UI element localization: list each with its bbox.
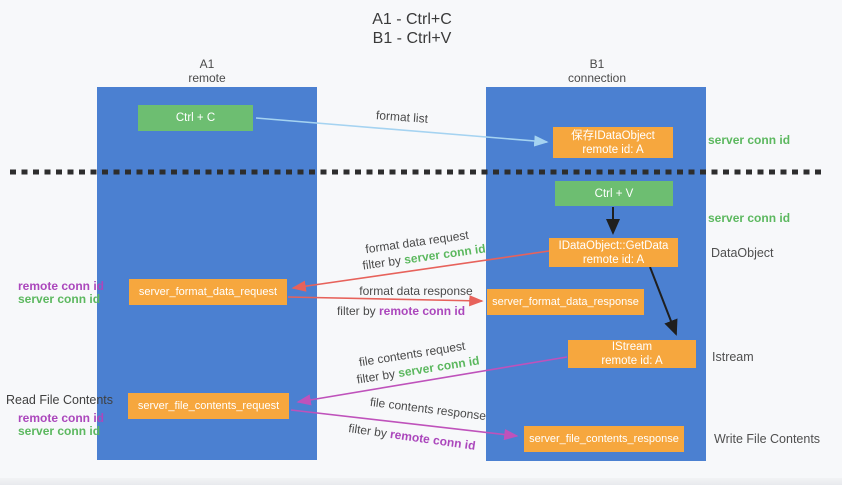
annotation-server-conn-id-lower: server conn id (18, 424, 101, 438)
remote-conn-id-text: remote conn id (389, 427, 477, 453)
title-line-2: B1 - Ctrl+V (372, 30, 452, 47)
window-bottom-edge (0, 478, 842, 485)
label-file-contents-response: file contents response (369, 394, 487, 424)
node-save-idataobject-line2: remote id: A (582, 143, 644, 156)
node-ctrl-v: Ctrl + V (555, 181, 673, 206)
node-server-format-data-request-label: server_format_data_request (138, 286, 278, 298)
node-idataobject-getdata-line2: remote id: A (582, 253, 645, 266)
annotation-istream: Istream (712, 350, 754, 364)
annotation-remote-conn-id-lower: remote conn id (18, 411, 105, 425)
node-ctrl-c: Ctrl + C (138, 105, 253, 131)
node-server-file-contents-response: server_file_contents_response (524, 426, 684, 452)
annotation-write-file-contents: Write File Contents (714, 432, 821, 446)
filter-by-text: filter by (347, 421, 388, 441)
node-server-format-data-request: server_format_data_request (129, 279, 287, 305)
node-idataobject-getdata: IDataObject::GetData remote id: A (549, 238, 678, 267)
filter-by-text: filter by (355, 366, 397, 387)
right-column-name: B1 (589, 57, 605, 71)
node-ctrl-v-label: Ctrl + V (594, 187, 634, 200)
node-idataobject-getdata-line1: IDataObject::GetData (558, 239, 669, 252)
node-istream-line1: IStream (611, 341, 653, 353)
label-filter-by-remote-conn-id-1: filter by remote conn id (337, 304, 465, 318)
node-ctrl-c-label: Ctrl + C (175, 112, 216, 124)
diagram-title: A1 - Ctrl+C B1 - Ctrl+V (372, 10, 452, 48)
node-server-file-contents-response-label: server_file_contents_response (529, 433, 679, 445)
annotation-read-file-contents: Read File Contents (6, 393, 114, 407)
annotation-server-conn-id-top: server conn id (708, 133, 791, 147)
node-server-format-data-response: server_format_data_response (487, 289, 644, 315)
filter-by-text: filter by (361, 253, 402, 273)
filter-by-text: filter by (336, 304, 376, 318)
label-filter-by-remote-conn-id-2: filter by remote conn id (348, 421, 477, 453)
left-column-header: A1 remote (188, 57, 225, 85)
annotation-server-conn-id-mid: server conn id (708, 211, 791, 225)
node-save-idataobject: 保存IDataObject remote id: A (553, 127, 673, 158)
node-istream: IStream remote id: A (568, 340, 696, 368)
left-column-name: A1 (199, 57, 215, 71)
node-save-idataobject-line1: 保存IDataObject (571, 129, 655, 142)
annotation-server-conn-id-upper: server conn id (18, 292, 101, 306)
title-line-1: A1 - Ctrl+C (372, 11, 452, 28)
right-column-header: B1 connection (568, 57, 626, 85)
annotation-dataobject: DataObject (711, 246, 774, 260)
node-server-format-data-response-label: server_format_data_response (492, 296, 639, 308)
node-server-file-contents-request: server_file_contents_request (128, 393, 289, 419)
remote-conn-id-text: remote conn id (379, 304, 466, 318)
annotation-remote-conn-id-upper: remote conn id (18, 279, 105, 293)
node-server-file-contents-request-label: server_file_contents_request (137, 400, 280, 412)
label-format-list: format list (375, 108, 429, 126)
label-format-data-response: format data response (359, 284, 473, 298)
node-istream-line2: remote id: A (601, 355, 663, 367)
right-column-role: connection (567, 71, 627, 85)
left-column-role: remote (188, 71, 226, 85)
